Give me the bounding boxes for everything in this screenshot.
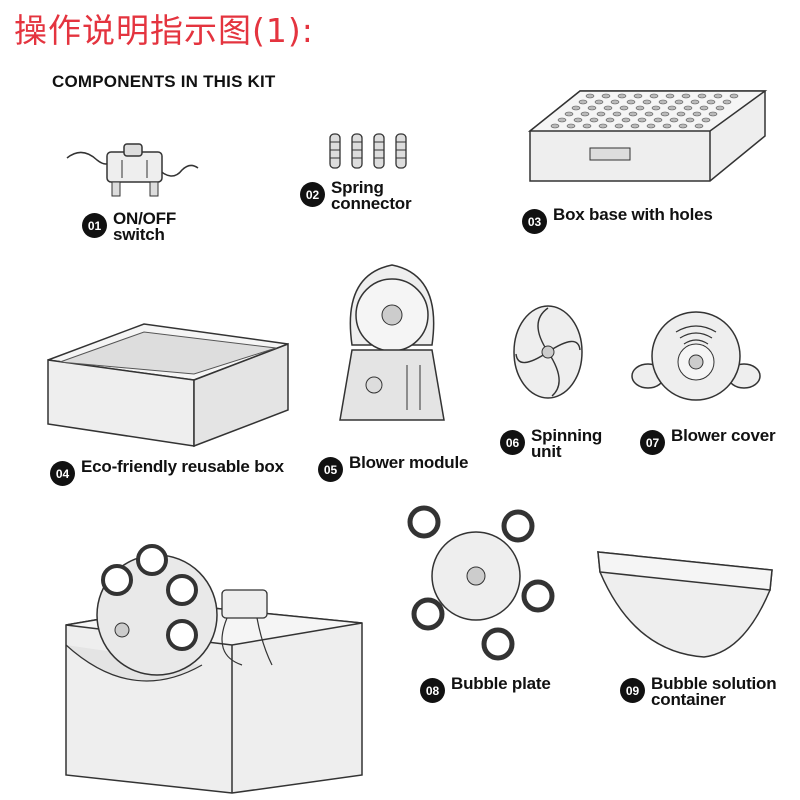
part-label-02: 02 Spring connector bbox=[300, 178, 412, 213]
part-number-badge: 07 bbox=[640, 430, 665, 455]
part-number-badge: 06 bbox=[500, 430, 525, 455]
part-number-badge: 08 bbox=[420, 678, 445, 703]
bubble-container-illustration bbox=[594, 542, 776, 662]
part-name: Blower module bbox=[349, 453, 469, 472]
part-label-01: 01 ON/OFF switch bbox=[82, 209, 177, 244]
part-label-03: 03 Box base with holes bbox=[522, 205, 713, 234]
part-number-badge: 01 bbox=[82, 213, 107, 238]
spring-connector-illustration bbox=[326, 130, 416, 172]
on-off-switch-illustration bbox=[62, 138, 202, 208]
part-label-06: 06 Spinning unit bbox=[500, 426, 603, 461]
part-name: Bubble plate bbox=[451, 674, 551, 693]
part-number-badge: 05 bbox=[318, 457, 343, 482]
box-base-illustration bbox=[520, 86, 770, 196]
blower-cover-illustration bbox=[626, 298, 766, 408]
part-label-05: 05 Blower module bbox=[318, 453, 469, 482]
assembled-kit-illustration bbox=[62, 505, 372, 795]
part-name: Box base with holes bbox=[553, 205, 713, 224]
blower-module-illustration bbox=[332, 255, 452, 435]
part-label-07: 07 Blower cover bbox=[640, 426, 776, 455]
page-title: 操作说明指示图(1): bbox=[14, 11, 314, 50]
spinning-unit-illustration bbox=[508, 302, 588, 402]
part-label-04: 04 Eco-friendly reusable box bbox=[50, 457, 284, 486]
bubble-plate-illustration bbox=[398, 496, 558, 666]
part-name: Eco-friendly reusable box bbox=[81, 457, 284, 476]
part-number-badge: 04 bbox=[50, 461, 75, 486]
part-label-08: 08 Bubble plate bbox=[420, 674, 551, 703]
part-name: Spring connector bbox=[331, 178, 412, 213]
part-number-badge: 09 bbox=[620, 678, 645, 703]
part-name: Bubble solution container bbox=[651, 674, 777, 709]
part-number-badge: 03 bbox=[522, 209, 547, 234]
reusable-box-illustration bbox=[44, 320, 292, 450]
part-name: ON/OFF switch bbox=[113, 209, 177, 244]
section-heading: COMPONENTS IN THIS KIT bbox=[52, 72, 276, 91]
part-name: Blower cover bbox=[671, 426, 776, 445]
part-name: Spinning unit bbox=[531, 426, 603, 461]
part-number-badge: 02 bbox=[300, 182, 325, 207]
part-label-09: 09 Bubble solution container bbox=[620, 674, 777, 709]
